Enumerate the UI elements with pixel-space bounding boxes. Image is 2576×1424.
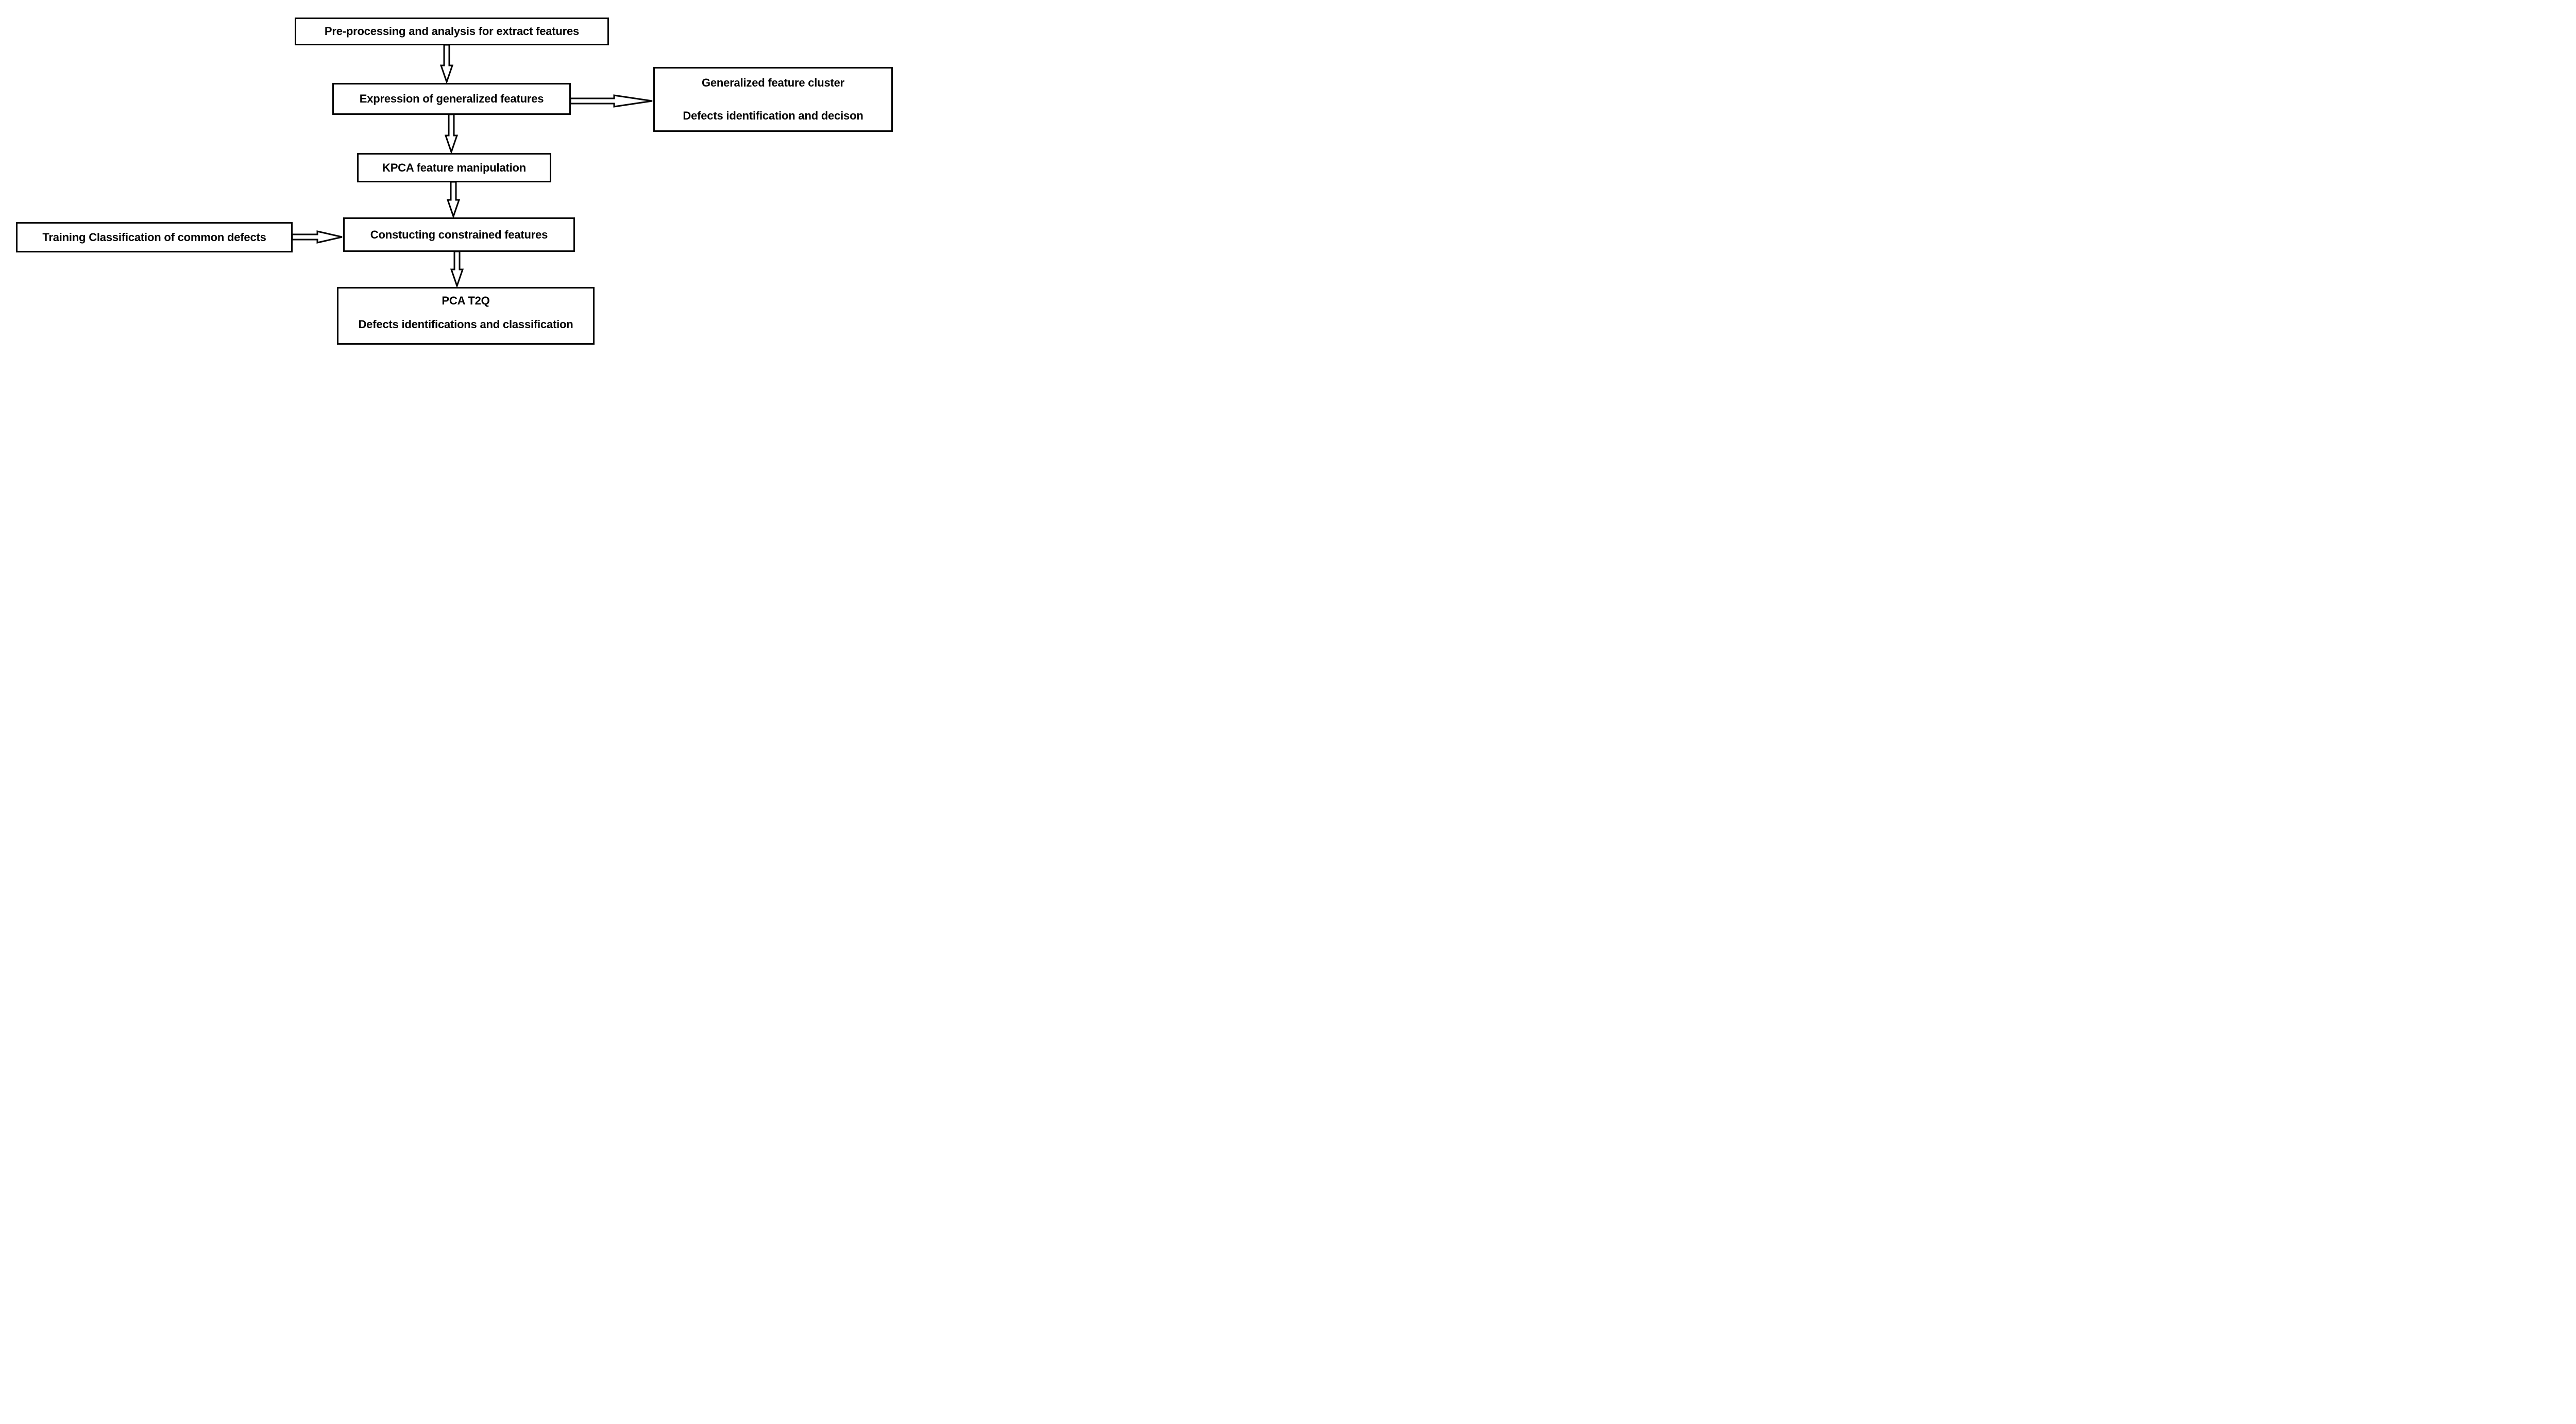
node-training: Training Classification of common defect… (16, 222, 293, 252)
node-expression-label: Expression of generalized features (359, 92, 544, 105)
node-generalized-cluster-line1: Generalized feature cluster (701, 76, 845, 89)
node-preprocessing: Pre-processing and analysis for extract … (295, 18, 609, 45)
node-constructing-label: Constucting constrained features (370, 228, 548, 241)
connector-arrow-preprocessing-to-expression (440, 44, 453, 83)
node-pca-t2q-line2: Defects identifications and classificati… (358, 318, 573, 331)
node-generalized-cluster-line2: Defects identification and decison (683, 109, 863, 122)
node-pca-t2q-line1: PCA T2Q (442, 294, 490, 307)
connector-arrow-training-to-constructing (292, 230, 343, 244)
connector-arrow-expression-to-kpca (445, 114, 458, 153)
node-pca-t2q: PCA T2Q Defects identifications and clas… (337, 287, 595, 345)
node-kpca-label: KPCA feature manipulation (382, 161, 526, 174)
connector-arrow-constructing-to-pca (450, 251, 464, 287)
node-preprocessing-label: Pre-processing and analysis for extract … (324, 25, 580, 38)
connector-arrow-kpca-to-constructing (447, 181, 460, 217)
node-training-label: Training Classification of common defect… (42, 230, 266, 244)
node-kpca: KPCA feature manipulation (357, 153, 551, 182)
node-expression: Expression of generalized features (332, 83, 571, 115)
node-constructing: Constucting constrained features (343, 217, 575, 252)
connector-arrow-expression-to-cluster (570, 94, 653, 108)
flowchart-canvas: Pre-processing and analysis for extract … (0, 0, 904, 356)
node-generalized-cluster: Generalized feature cluster Defects iden… (653, 67, 893, 132)
